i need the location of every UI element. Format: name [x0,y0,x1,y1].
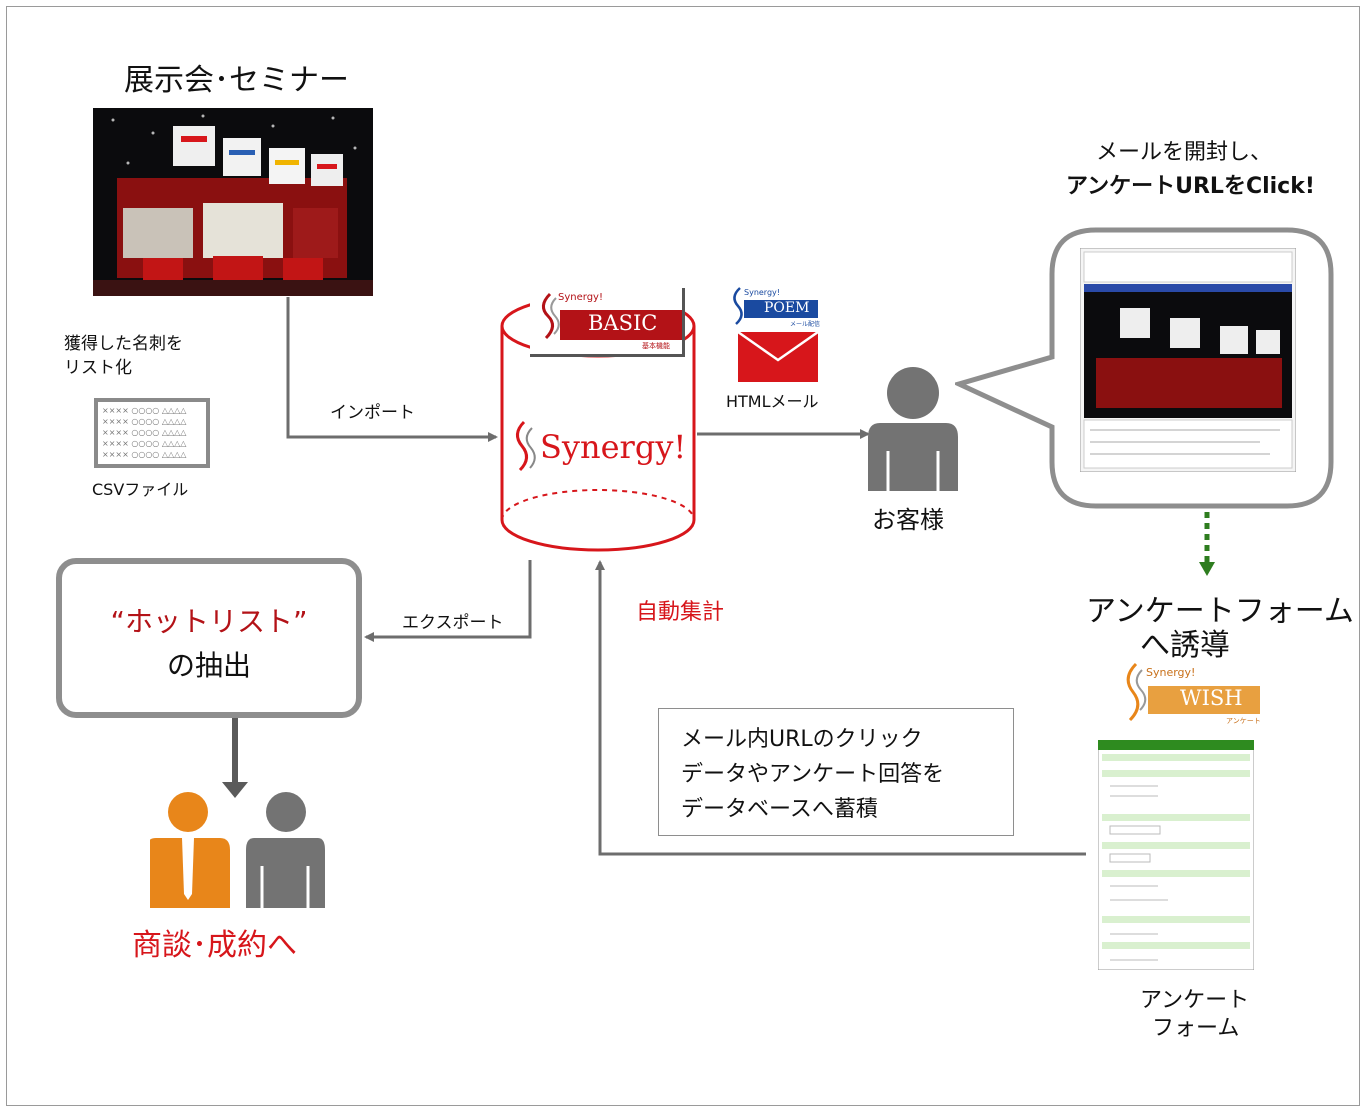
poem-product: POEM [764,300,810,316]
wish-sub: アンケート [1226,717,1261,725]
mail-screenshot-thumbnail [1080,248,1296,472]
export-label: エクスポート [402,613,504,633]
accumulate-note: メール内URLのクリック データやアンケート回答を データベースへ蓄積 [658,708,1014,836]
csv-row: ×××× ○○○○ △△△△ [102,417,187,426]
wish-banner [1148,686,1260,714]
poem-banner [744,300,818,318]
survey-guide-line2: へ誘導 [1140,628,1230,663]
basic-sub: 基本機能 [642,342,670,350]
synergy-swirl-icon [733,287,743,325]
synergy-swirl-icon [542,292,560,340]
diagram-frame [6,6,1360,1106]
note-line2: データやアンケート回答を [681,762,945,787]
survey-form-thumbnail [1098,740,1254,970]
survey-caption-line2: フォーム [1152,1016,1240,1041]
poem-brand: Synergy! [744,288,780,297]
deal-label: 商談･成約へ [132,928,297,963]
import-label: インポート [330,403,415,423]
accumulate-arrow [595,560,1086,856]
wish-logo: Synergy! WISH アンケート [1118,656,1266,728]
basic-brand: Synergy! [558,292,603,303]
html-mail-label: HTMLメール [726,392,819,411]
customer-person-icon [868,367,958,491]
csv-row: ×××× ○○○○ △△△△ [102,428,187,437]
export-arrow [364,560,532,642]
hotlist-box: “ホットリスト” の抽出 [56,558,362,718]
basic-logo: Synergy! BASIC 基本機能 [530,288,685,357]
synergy-swirl-icon [1126,662,1147,722]
survey-caption-line1: アンケート [1140,988,1250,1013]
basic-product: BASIC [588,311,658,335]
poem-sub: メール配信 [790,321,821,328]
poem-logo: Synergy! POEM メール配信 [728,286,824,328]
import-arrow [286,297,498,442]
survey-guide-line1: アンケートフォーム [1086,594,1354,629]
note-line3: データベースへ蓄積 [681,797,878,822]
csv-row: ×××× ○○○○ △△△△ [102,439,187,448]
expo-booth-photo [93,108,373,296]
auto-aggregate-label: 自動集計 [636,600,725,625]
sales-people-icon [150,792,325,908]
cards-label-line1: 獲得した名刺を [64,334,183,354]
open-mail-line2: アンケートURLをClick! [1066,174,1315,199]
wish-product: WISH [1180,686,1243,710]
open-mail-line1: メールを開封し、 [1096,140,1273,165]
hotlist-subtitle: の抽出 [166,649,251,682]
csv-caption: CSVファイル [92,480,189,499]
wish-brand: Synergy! [1146,666,1196,679]
mail-envelope-icon [738,332,818,382]
hotlist-title: “ホットリスト” [110,605,308,638]
note-line1: メール内URLのクリック [681,727,923,752]
csv-row: ×××× ○○○○ △△△△ [102,406,187,415]
synergy-db-logo: Synergy! [540,428,687,466]
basic-banner [560,310,682,340]
csv-file-icon: ×××× ○○○○ △△△△ ×××× ○○○○ △△△△ ×××× ○○○○ … [94,398,210,468]
expo-title: 展示会･セミナー [124,63,349,98]
customer-label: お客様 [872,506,944,534]
cards-label-line2: リスト化 [64,358,132,378]
csv-row: ×××× ○○○○ △△△△ [102,450,187,459]
